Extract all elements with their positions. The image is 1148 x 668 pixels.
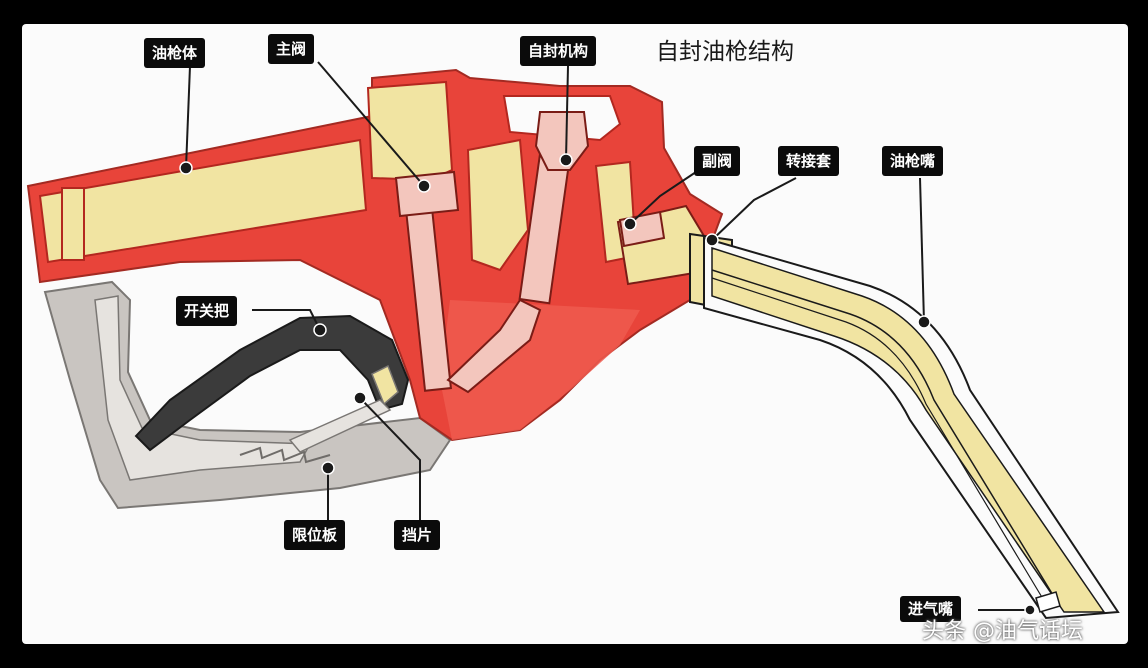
label-nozzle: 油枪嘴 xyxy=(882,146,944,176)
body-shading xyxy=(440,300,640,440)
air-inlet-tip xyxy=(1035,591,1061,613)
leader-dots xyxy=(179,153,1036,616)
trigger-lever xyxy=(134,314,410,452)
baffle-rod xyxy=(288,399,392,453)
label-aux-valve: 副阀 xyxy=(694,146,741,176)
handle-end-cap xyxy=(61,187,85,261)
main-valve-chamber xyxy=(366,80,454,182)
self-seal-head xyxy=(534,111,590,171)
air-tube xyxy=(711,269,1057,601)
label-main-valve: 主阀 xyxy=(268,34,315,64)
air-tube-inner xyxy=(711,277,1047,605)
label-baffle: 挡片 xyxy=(394,520,441,550)
diagram-title: 自封油枪结构 xyxy=(656,39,794,65)
central-chamber xyxy=(466,138,530,272)
label-gun-body: 油枪体 xyxy=(144,38,206,68)
nozzle-spout-tube xyxy=(711,246,1106,613)
main-valve-head xyxy=(394,170,460,218)
handle-core xyxy=(38,138,368,264)
baffle-piece xyxy=(371,364,399,406)
label-adapter: 转接套 xyxy=(778,146,840,176)
label-air-inlet: 进气嘴 xyxy=(900,596,962,622)
label-self-seal: 自封机构 xyxy=(520,36,597,66)
linkage-arm xyxy=(446,298,542,394)
limit-plate-teeth xyxy=(239,446,331,464)
label-trigger: 开关把 xyxy=(176,296,238,326)
leader-lines xyxy=(185,61,1030,611)
label-limit-plate: 限位板 xyxy=(284,520,346,550)
watermark: 头条 @油气话坛 xyxy=(922,619,1083,644)
